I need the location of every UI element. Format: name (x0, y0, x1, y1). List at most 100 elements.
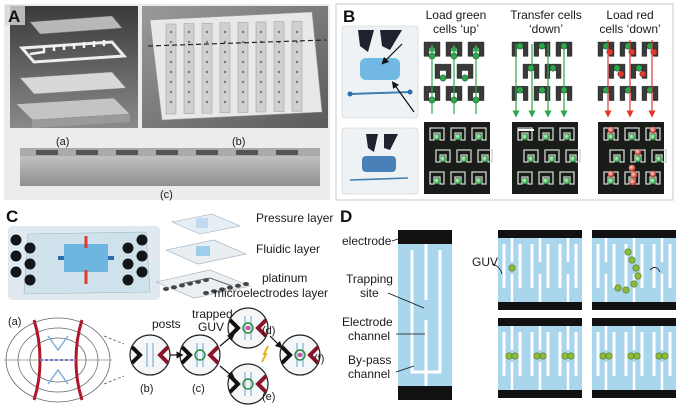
micrograph-trap (624, 127, 640, 141)
panel-a-letter-box (5, 5, 25, 25)
trapped-cell (538, 86, 546, 94)
guv-vesicle (539, 352, 547, 360)
micrograph-trap (523, 149, 539, 163)
cross-section-well (36, 150, 58, 155)
guv-vesicle (614, 284, 622, 292)
panel-a-cross-section (20, 148, 320, 186)
micrograph-trap (651, 149, 667, 163)
electrode-pad (10, 250, 22, 262)
trapped-cell (527, 64, 535, 72)
step-2-trap-schematic (511, 41, 573, 118)
step-inset-circle (179, 334, 221, 376)
step-2-heading-line2: ‘down’ (529, 22, 563, 36)
electrode-pad (24, 242, 36, 254)
cross-section-well (116, 150, 138, 155)
micrograph-trap (538, 171, 554, 185)
step-2-micrograph-traps (517, 127, 581, 185)
micrograph-trap (477, 149, 493, 163)
micrograph-trap (544, 149, 560, 163)
trap-array-chamber (360, 58, 400, 80)
chip-channel-stripe (255, 21, 267, 113)
panel-a-letter: A (8, 7, 20, 26)
panel-d-letter: D (340, 207, 352, 226)
guv-vesicle (633, 352, 641, 360)
micrograph-trap (517, 127, 533, 141)
cross-section-well (276, 150, 298, 155)
micrograph-trap (471, 171, 487, 185)
panel-a-sublabel-a: (a) (56, 136, 69, 148)
panel-b-letter: B (343, 7, 355, 26)
pressure-layer-label: Pressure layer (256, 211, 333, 225)
serpentine-channel-layer (18, 40, 128, 64)
trapped-cell (516, 42, 524, 50)
panel-d-trap-tiles (491, 230, 676, 398)
cross-section-well (76, 150, 98, 155)
guv-vesicle (561, 352, 569, 360)
electrode-pad (136, 266, 148, 278)
electrode-channel-label-line2: channel (348, 329, 390, 343)
guv-vesicle (511, 352, 519, 360)
guv-vesicle (505, 352, 513, 360)
chip-channel-stripe (291, 20, 303, 112)
trapped-cell (461, 74, 469, 82)
electrode-pad (122, 258, 134, 270)
trapped-guv-label-line1: trapped (192, 307, 233, 321)
electrode-pad (136, 234, 148, 246)
electrode-pad (10, 266, 22, 278)
micrograph-trap (435, 149, 451, 163)
step-2-heading-line1: Transfer cells (510, 8, 582, 22)
fluidic-layer-label: Fluidic layer (256, 242, 320, 256)
electrode-channel-label-line1: Electrode (342, 315, 393, 329)
guv-vesicle (634, 272, 642, 280)
bypass-channel-label-line2: channel (348, 367, 390, 381)
micrograph-trap (429, 127, 445, 141)
step-inset-circle (227, 307, 269, 349)
step-1-heading-line2: cells ‘up’ (433, 22, 479, 36)
posts-label: posts (152, 317, 181, 331)
guv-vesicle (605, 352, 613, 360)
panel-a-sublabel-b: (b) (232, 136, 245, 148)
trap-tile (592, 230, 676, 310)
step-3-trap-schematic (597, 40, 659, 118)
trapped-cell (516, 86, 524, 94)
micrograph-trap (456, 149, 472, 163)
step-3-heading-line1: Load red (606, 8, 653, 22)
guv-vesicle (655, 352, 663, 360)
electrode-pad (122, 274, 134, 286)
panel-c-sublabel-b: (b) (140, 383, 153, 395)
guv-vesicle (622, 286, 630, 294)
panel-b-device-photo-bottom (341, 127, 419, 195)
chip-trap-array (64, 244, 108, 272)
micrograph-trap (603, 127, 619, 141)
bypass-channel-label-line1: By-pass (348, 353, 391, 367)
micrograph-trap (450, 171, 466, 185)
step-1-trap-schematic (423, 41, 485, 114)
trapped-cell (617, 70, 625, 78)
micrograph-trap (603, 171, 619, 185)
step-inset-circle (279, 334, 321, 376)
panel-c-step-insets (129, 307, 321, 405)
electrode-pad (122, 242, 134, 254)
panel-a-assembled-chip (142, 6, 328, 128)
guv-vesicle (599, 352, 607, 360)
device-arrow-2 (391, 81, 415, 113)
chip-channel-stripe (237, 22, 249, 113)
panel-c-layer-stack (155, 213, 252, 299)
middle-sheet-layer (19, 71, 127, 95)
electrode-layer-sheet (155, 269, 252, 299)
chip-channel-stripes (165, 20, 303, 115)
lightning-icon (261, 345, 269, 363)
micrograph-trap (565, 149, 581, 163)
guv-vesicle (661, 352, 669, 360)
panel-c: C Pressure layer Fluidic layer platinum … (4, 207, 333, 405)
micrograph-trap (645, 171, 661, 185)
guv-vesicle (567, 352, 575, 360)
guv-vesicle (632, 264, 640, 272)
step-3-heading-line2: cells ‘down’ (599, 22, 660, 36)
electrode-pad-left (358, 30, 374, 52)
panel-c-chip-photo (8, 226, 160, 300)
step-1-micrograph-traps (429, 127, 493, 185)
panel-c-sublabel-a: (a) (8, 316, 21, 328)
guv-vesicle (627, 352, 635, 360)
